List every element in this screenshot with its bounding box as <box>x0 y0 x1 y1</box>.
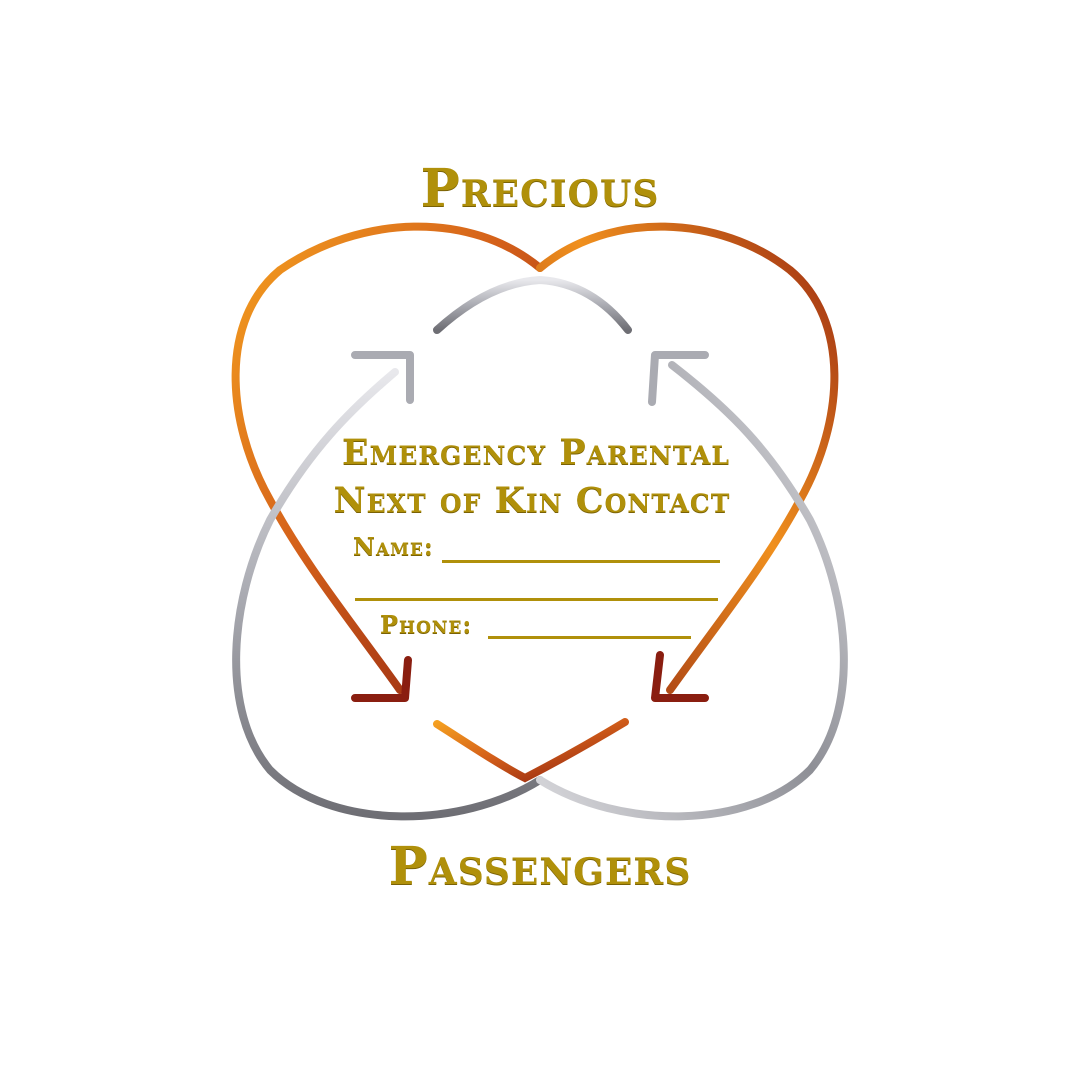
name-field-line <box>442 560 720 563</box>
name-label: Name: <box>353 532 434 561</box>
inverted-heart-loop-icon <box>232 275 848 821</box>
brand-title-top: Precious <box>420 158 660 219</box>
phone-field-line <box>488 636 691 639</box>
brand-title-bottom: Passengers <box>388 836 692 897</box>
heart-loop-icon <box>231 222 839 783</box>
phone-label: Phone: <box>380 610 473 639</box>
heading-emergency-parental: Emergency Parental <box>342 432 730 473</box>
name-field-line-2 <box>355 598 718 601</box>
heading-next-of-kin: Next of Kin Contact <box>333 480 731 521</box>
